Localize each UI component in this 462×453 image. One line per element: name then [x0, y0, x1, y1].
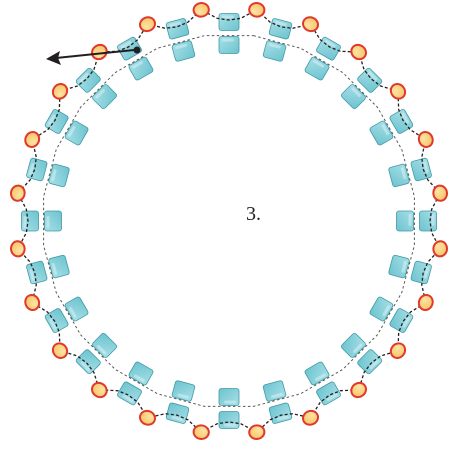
inner-tube-bead [128, 56, 154, 81]
outer-tube-bead [420, 211, 437, 231]
inner-tube-bead [91, 83, 117, 109]
inner-tube-bead [369, 120, 394, 146]
seed-bead [388, 81, 408, 101]
seed-bead [50, 81, 70, 101]
outer-tube-bead [316, 36, 342, 61]
seed-bead [388, 341, 408, 361]
inner-tube-bead [388, 164, 410, 188]
step-number-label: 3. [246, 200, 261, 228]
seed-bead [417, 293, 435, 312]
outer-tube-bead [44, 109, 69, 135]
outer-tube-bead [269, 402, 293, 424]
seed-bead [301, 15, 320, 33]
seed-bead [349, 42, 369, 62]
seed-bead [89, 380, 109, 400]
outer-tube-bead [219, 14, 239, 31]
inner-tube-bead [219, 37, 239, 54]
outer-tube-bead [75, 67, 101, 93]
inner-tube-bead [91, 332, 117, 358]
seed-bead [193, 2, 210, 17]
inner-tube-bead [48, 164, 70, 188]
seed-bead [301, 409, 320, 427]
seed-bead [10, 240, 25, 257]
seed-bead [138, 15, 157, 33]
seed-bead [248, 424, 265, 439]
seed-bead [138, 409, 157, 427]
inner-tube-bead [397, 211, 414, 231]
seed-bead [432, 185, 447, 202]
seed-bead [10, 185, 25, 202]
seed-bead [248, 2, 265, 17]
inner-tube-bead [369, 296, 394, 322]
outer-tube-bead [44, 308, 69, 334]
outer-tube-bead [26, 261, 48, 285]
seed-bead [417, 130, 435, 149]
seed-bead [23, 130, 41, 149]
seed-bead [23, 293, 41, 312]
outer-tube-bead [219, 412, 239, 429]
seed-bead-layer [10, 2, 448, 440]
inner-tube-bead [48, 255, 70, 279]
outer-tube-bead [316, 381, 342, 406]
seed-bead [432, 240, 447, 257]
inner-tube-bead [304, 56, 330, 81]
outer-tube-bead [357, 349, 383, 375]
inner-tube-bead [64, 296, 89, 322]
inner-tube-bead [128, 361, 154, 386]
outer-tube-bead [166, 402, 190, 424]
outer-tube-bead [410, 261, 432, 285]
thread-path-layer [18, 10, 440, 432]
inner-tube-bead [340, 332, 366, 358]
inner-tube-bead [64, 120, 89, 146]
outer-tube-bead [26, 158, 48, 182]
inner-tube-bead [388, 255, 410, 279]
outer-tube-bead [389, 109, 414, 135]
thread-path [18, 10, 440, 432]
outer-tube-bead [410, 158, 432, 182]
inner-tube-bead [340, 83, 366, 109]
inner-tube-bead [45, 211, 62, 231]
outer-tube-bead [357, 67, 383, 93]
seed-bead [349, 380, 369, 400]
seed-bead [50, 341, 70, 361]
inner-tube-bead [304, 361, 330, 386]
outer-tube-bead [75, 349, 101, 375]
outer-tube-bead [117, 381, 143, 406]
outer-tube-bead [22, 211, 39, 231]
needle-start-dot [134, 47, 141, 54]
tube-bead-layer [22, 14, 437, 429]
seed-bead [193, 424, 210, 439]
outer-tube-bead [269, 18, 293, 40]
outer-tube-bead [166, 18, 190, 40]
inner-tube-bead [219, 389, 239, 406]
outer-tube-bead [389, 308, 414, 334]
